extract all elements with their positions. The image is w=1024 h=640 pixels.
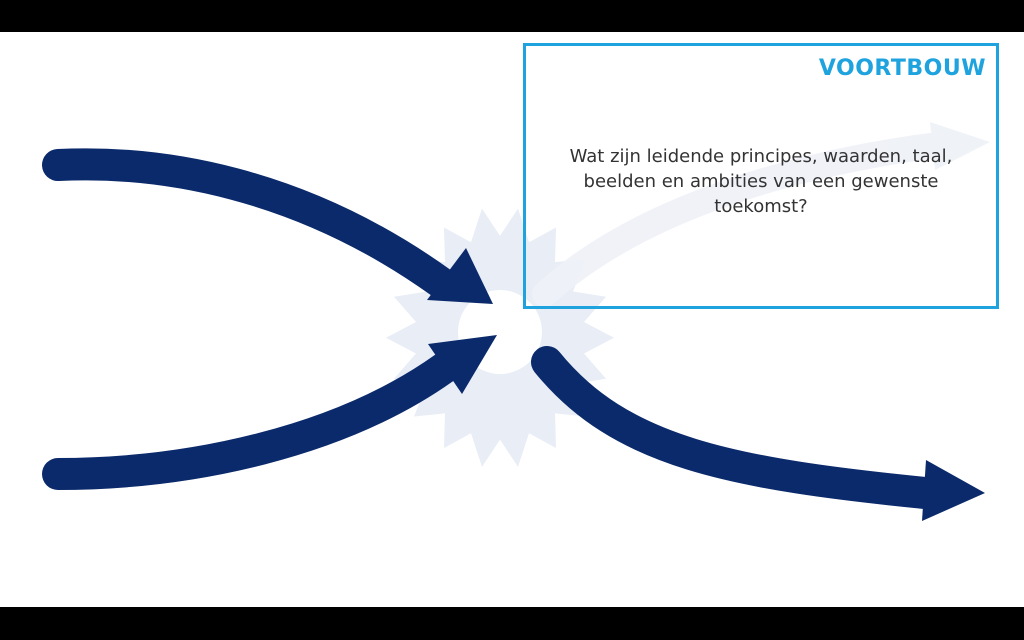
card-question: Wat zijn leidende principes, waarden, ta… <box>569 146 953 217</box>
ghost-arrow <box>532 122 990 307</box>
slide: VOORTBOUW Wat zijn leidende principes, w… <box>0 32 1024 607</box>
incoming-arrow-bottom <box>42 335 497 490</box>
card-title: VOORTBOUW <box>818 56 986 81</box>
outgoing-arrow <box>531 346 985 521</box>
diagram-artwork <box>42 122 990 521</box>
question-card: VOORTBOUW Wat zijn leidende principes, w… <box>523 43 999 309</box>
incoming-arrow-top <box>42 148 493 304</box>
